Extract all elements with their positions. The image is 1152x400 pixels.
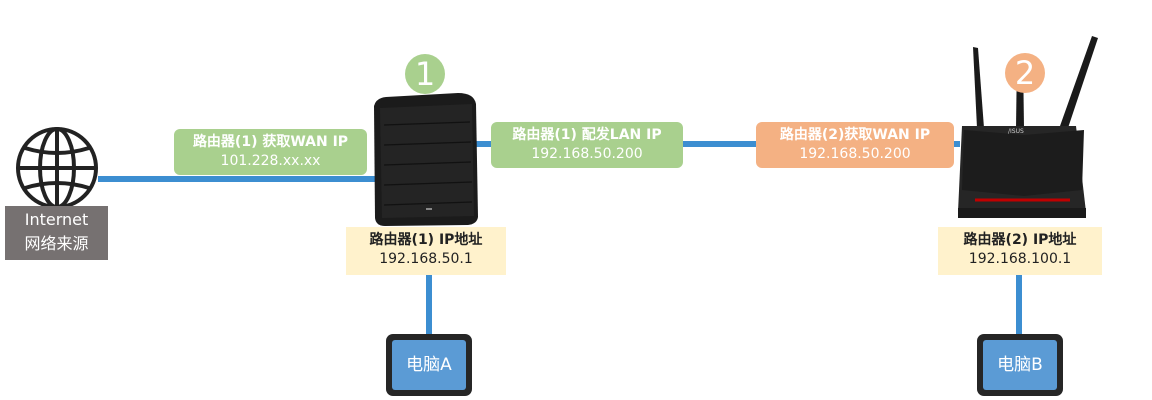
internet-label: Internet (24, 210, 89, 229)
router1-wan-label: 路由器(1) 获取WAN IP 101.228.xx.xx (174, 129, 367, 175)
router2-badge: 2 (1005, 53, 1045, 93)
internet-source-label: Internet 网络来源 (5, 206, 108, 260)
link-internet-router1 (98, 176, 380, 182)
laptop-a: 电脑A (386, 334, 472, 400)
router2-ip-label: 路由器(2) IP地址 192.168.100.1 (938, 227, 1102, 275)
router1-lan-value: 192.168.50.200 (531, 146, 643, 162)
laptop-b: 电脑B (977, 334, 1063, 400)
router-antenna-icon: /ISUS (958, 36, 1098, 218)
router2-wan-label: 路由器(2)获取WAN IP 192.168.50.200 (756, 122, 954, 168)
link-router1-laptopA (426, 270, 432, 336)
router2-wan-title: 路由器(2)获取WAN IP (779, 127, 931, 143)
router1-badge: 1 (405, 54, 445, 94)
router1-ip-value: 192.168.50.1 (379, 251, 473, 267)
router2-brand: /ISUS (1008, 128, 1024, 135)
router2-wan-value: 192.168.50.200 (799, 146, 911, 162)
laptop-b-label: 电脑B (983, 340, 1057, 390)
internet-source-subtitle: 网络来源 (24, 234, 89, 253)
router1-wan-value: 101.228.xx.xx (220, 153, 321, 169)
router1-ip-label: 路由器(1) IP地址 192.168.50.1 (346, 227, 506, 275)
router1-lan-label: 路由器(1) 配发LAN IP 192.168.50.200 (491, 122, 683, 168)
laptop-a-label: 电脑A (392, 340, 466, 390)
router-tower-icon (374, 93, 478, 226)
router2-ip-value: 192.168.100.1 (968, 251, 1072, 267)
router1-ip-title: 路由器(1) IP地址 (369, 232, 483, 248)
router2-ip-title: 路由器(2) IP地址 (963, 232, 1077, 248)
link-router2-laptopB (1016, 270, 1022, 336)
link-router1-router2 (470, 141, 960, 147)
router1-lan-title: 路由器(1) 配发LAN IP (512, 127, 662, 143)
router1-wan-title: 路由器(1) 获取WAN IP (192, 134, 349, 150)
